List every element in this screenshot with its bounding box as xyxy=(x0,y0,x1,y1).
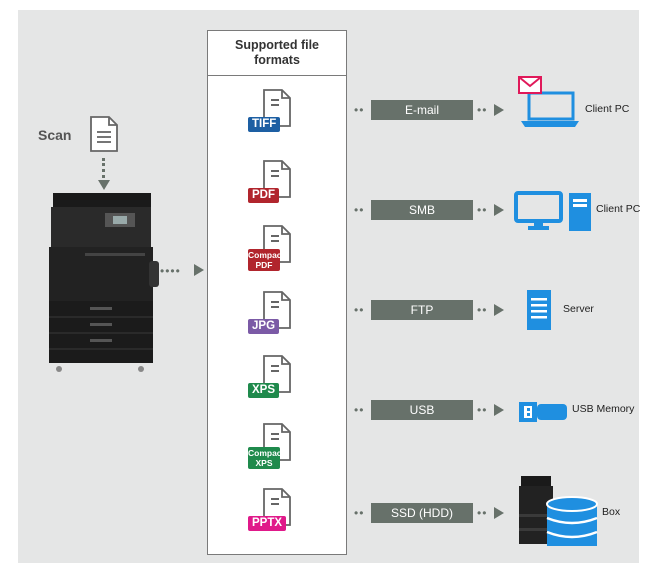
format-tiff: TIFF xyxy=(248,88,304,140)
format-pptx: PPTX xyxy=(248,487,304,539)
dest-target-0: Client PC xyxy=(585,103,630,115)
dest-arrow xyxy=(494,404,504,416)
laptop-mail-icon xyxy=(518,76,579,127)
mfp-to-formats-arrow xyxy=(194,264,204,276)
dest-target-4: Box xyxy=(602,506,621,518)
format-badge: TIFF xyxy=(248,117,281,132)
format-badge-line1: Compact xyxy=(248,448,285,458)
dest-dots-left: •• xyxy=(354,303,365,317)
format-badge: XPS xyxy=(248,383,280,398)
format-jpg: JPG xyxy=(248,290,304,342)
dest-arrow xyxy=(494,507,504,519)
dest-target-2: Server xyxy=(563,303,594,315)
format-badge: JPG xyxy=(248,319,280,334)
dest-dots-right: •• xyxy=(477,203,488,217)
mfp-to-formats-dots: •••• xyxy=(160,264,181,278)
dest-dots-left: •• xyxy=(354,103,365,117)
dest-method-3: USB xyxy=(371,400,473,420)
dest-dots-right: •• xyxy=(477,303,488,317)
dest-dots-right: •• xyxy=(477,103,488,117)
desktop-pc-icon xyxy=(514,191,591,231)
dest-method-4: SSD (HDD) xyxy=(371,503,473,523)
dest-arrow xyxy=(494,204,504,216)
dest-target-3: USB Memory xyxy=(572,403,635,415)
server-icon xyxy=(527,290,551,330)
scan-arrow-down xyxy=(98,180,110,190)
format-pdf: PDF xyxy=(248,159,304,211)
dest-dots-left: •• xyxy=(354,403,365,417)
format-xps: XPS xyxy=(248,354,304,406)
format-badge-line1: Compact xyxy=(248,250,285,260)
scan-label: Scan xyxy=(38,127,72,143)
dest-target-1: Client PC xyxy=(596,203,641,215)
dest-dots-left: •• xyxy=(354,506,365,520)
formats-header: Supported file formats xyxy=(207,30,347,76)
dest-method-1: SMB xyxy=(371,200,473,220)
format-badge-line2: XPS xyxy=(255,457,273,468)
dest-method-0: E-mail xyxy=(371,100,473,120)
dest-arrow xyxy=(494,104,504,116)
format-badge: PPTX xyxy=(248,516,287,531)
format-badge: PDF xyxy=(248,188,279,203)
scan-document-icon xyxy=(90,116,118,152)
scan-dots-vertical xyxy=(102,158,109,178)
dest-dots-left: •• xyxy=(354,203,365,217)
dest-dots-right: •• xyxy=(477,403,488,417)
box-storage-icon xyxy=(519,476,598,546)
mfp-printer-icon xyxy=(49,193,159,372)
dest-method-2: FTP xyxy=(371,300,473,320)
usb-memory-icon xyxy=(519,402,567,422)
dest-arrow xyxy=(494,304,504,316)
format-badge-line2: PDF xyxy=(255,259,273,270)
dest-dots-right: •• xyxy=(477,506,488,520)
